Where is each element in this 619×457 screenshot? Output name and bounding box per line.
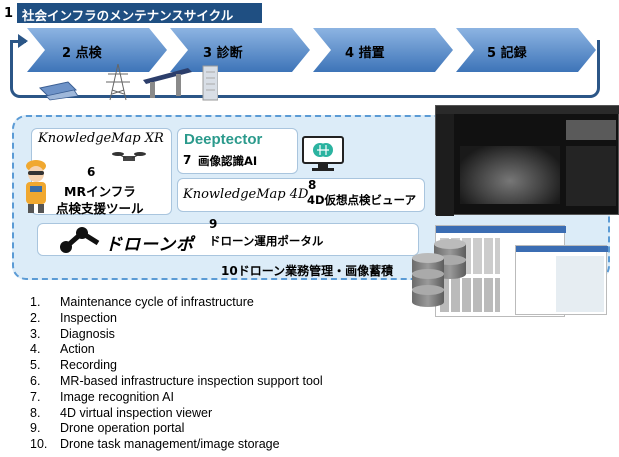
- legend-item: 6.MR-based infrastructure inspection sup…: [30, 373, 323, 388]
- title-number: 1: [4, 6, 14, 21]
- drone-icon: [112, 152, 146, 161]
- portal-image-grid-2: [440, 278, 500, 312]
- knowledgemap-4d-logo: KnowledgeMap 4D: [183, 187, 309, 202]
- drone-logo-icon: [60, 227, 100, 253]
- drone-portal-logo: ドローンポ: [105, 235, 195, 255]
- point-cloud-view: [460, 146, 560, 204]
- knowledgemap-xr-logo: KnowledgeMap XR: [38, 131, 164, 146]
- bridge-icon: [143, 68, 192, 98]
- mr-tool-label-line2: 点検支援ツール: [56, 201, 144, 216]
- viewer-toolbar: [436, 106, 619, 114]
- building-icon: [202, 65, 218, 101]
- legend-list: 1.Maintenance cycle of infrastructure 2.…: [30, 295, 323, 453]
- cycle-loop-arrowhead: [18, 34, 28, 48]
- solar-panel-icon: [38, 81, 79, 101]
- mr-tool-number: 6: [87, 165, 96, 179]
- image-ai-label: 画像認識AI: [198, 154, 258, 168]
- storage-label: 10ドローン業務管理・画像蓄積: [221, 264, 394, 278]
- portal-header-bar: [436, 226, 566, 233]
- step-recording-label: 5 記録: [487, 46, 527, 61]
- 4d-viewer-box: [177, 178, 425, 212]
- title-bar: [17, 3, 262, 23]
- legend-item: 7.Image recognition AI: [30, 389, 174, 404]
- legend-item: 3.Diagnosis: [30, 326, 115, 341]
- legend-item: 1.Maintenance cycle of infrastructure: [30, 295, 254, 309]
- chevron-diagnosis: [170, 28, 310, 72]
- mr-tool-box: [31, 128, 172, 215]
- drone-portal-number: 9: [209, 217, 218, 231]
- monitor-brain-icon: [302, 136, 344, 171]
- infrastructure-illustration: [38, 63, 218, 101]
- image-ai-box: [177, 128, 298, 174]
- legend-item: 5.Recording: [30, 358, 117, 373]
- image-ai-number: 7: [183, 153, 192, 167]
- chevron-recording: [456, 28, 596, 72]
- viewer-sidebar: [436, 114, 454, 216]
- step-action-label: 4 措置: [345, 46, 385, 61]
- legend-item: 10.Drone task management/image storage: [30, 437, 280, 452]
- inspector-person-icon: [26, 160, 46, 213]
- legend-item: 4.Action: [30, 342, 95, 357]
- 4d-viewer-number: 8: [308, 178, 317, 192]
- drone-portal-box: [37, 223, 419, 256]
- database-icon: [412, 239, 466, 307]
- viewer-thumbnail: [566, 120, 616, 140]
- portal-map-window: [515, 245, 608, 315]
- map-view: [556, 256, 604, 312]
- chevron-inspection: [27, 28, 167, 72]
- 4d-viewer-screenshot: [435, 105, 619, 216]
- viewer-properties-panel: [566, 146, 616, 206]
- mr-tool-label-line1: MRインフラ: [64, 184, 136, 199]
- cycle-loop-line: [10, 40, 600, 98]
- transmission-tower-icon: [106, 63, 130, 101]
- drone-portal-label: ドローン運用ポータル: [209, 234, 324, 248]
- legend-item: 8.4D virtual inspection viewer: [30, 405, 213, 420]
- step-diagnosis-label: 3 診断: [203, 46, 243, 61]
- legend-item: 2.Inspection: [30, 310, 117, 325]
- 4d-viewer-label: 4D仮想点検ビューア: [307, 193, 417, 207]
- deeptector-logo: Deeptector: [184, 131, 263, 148]
- step-inspection-label: 2 点検: [62, 46, 102, 61]
- title-text: 社会インフラのメンテナンスサイクル: [22, 8, 234, 23]
- map-window-header: [516, 246, 608, 252]
- chevron-action: [313, 28, 453, 72]
- legend-item: 9.Drone operation portal: [30, 421, 185, 436]
